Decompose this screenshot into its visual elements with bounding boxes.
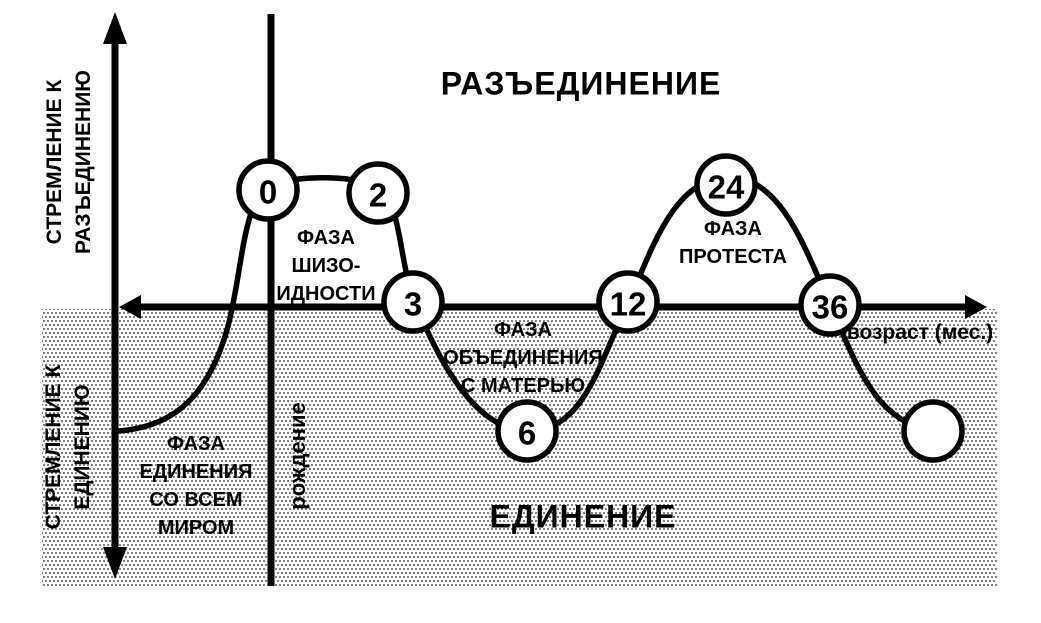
milestone-6: 6 xyxy=(495,399,559,463)
x-axis-left-arrow-icon xyxy=(119,295,141,319)
milestone-12-label: 12 xyxy=(610,286,647,323)
birth-line-label: рождение xyxy=(285,402,310,510)
y-axis-top-label: СТРЕМЛЕНИЕ К РАЗЪЕДИНЕНИЮ xyxy=(40,70,98,254)
milestone-6-label: 6 xyxy=(518,415,536,452)
y-axis-down-arrow-icon xyxy=(103,547,127,579)
y-axis-bottom-label: СТРЕМЛЕНИЕ К ЕДИНЕНИЮ xyxy=(39,365,97,530)
milestone-3-label: 3 xyxy=(404,286,422,323)
unity-region-title: ЕДИНЕНИЕ xyxy=(489,498,677,535)
milestone-36-label: 36 xyxy=(812,289,849,326)
phase-protest-label: ФАЗА ПРОТЕСТА xyxy=(679,218,787,268)
milestone-2-label: 2 xyxy=(369,177,387,214)
milestone-0: 0 xyxy=(236,158,300,222)
separation-region-title: РАЗЪЕДИНЕНИЕ xyxy=(440,65,722,102)
y-axis-top-label-line2: РАЗЪЕДИНЕНИЮ xyxy=(72,70,95,254)
milestone-24-label: 24 xyxy=(708,169,745,206)
milestone-24: 24 xyxy=(694,153,758,217)
y-axis-top-label-line1: СТРЕМЛЕНИЕ К xyxy=(43,79,66,245)
y-axis-bottom-label-line2: ЕДИНЕНИЮ xyxy=(71,384,94,510)
x-axis-label: возраст (мес.) xyxy=(846,321,994,344)
milestone-3: 3 xyxy=(381,270,445,334)
phase-union-with-mother-label: ФАЗА ОБЪЕДИНЕНИЯ С МАТЕРЬЮ xyxy=(443,319,603,397)
milestone-12: 12 xyxy=(596,270,660,334)
milestone-2: 2 xyxy=(346,161,410,225)
x-axis-right-arrow-icon xyxy=(965,295,987,319)
milestone-0-label: 0 xyxy=(259,174,277,211)
phase-unity-with-world-label: ФАЗА ЕДИНЕНИЯ СО ВСЕМ МИРОМ xyxy=(139,433,253,539)
milestone-end xyxy=(901,399,965,463)
y-axis-up-arrow-icon xyxy=(103,12,127,44)
y-axis xyxy=(103,12,127,579)
development-curve xyxy=(115,174,936,434)
y-axis-bottom-label-line1: СТРЕМЛЕНИЕ К xyxy=(42,364,65,530)
phase-schizoid-label: ФАЗА ШИЗО- ИДНОСТИ xyxy=(276,227,376,305)
milestone-36: 36 xyxy=(798,273,862,337)
